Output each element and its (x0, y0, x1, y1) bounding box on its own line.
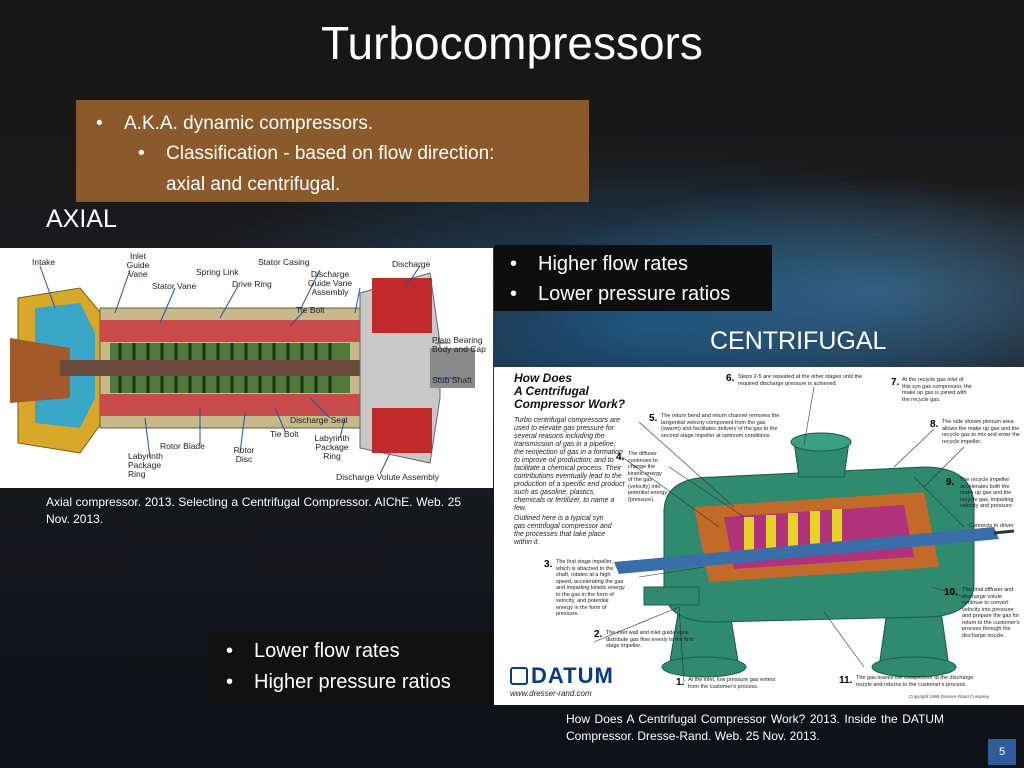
centrifugal-bullet-1: • Lower flow rates (220, 636, 483, 667)
label-tie-bolt-top: Tie Bolt (296, 305, 325, 315)
label-drive-ring: Drive Ring (232, 279, 272, 289)
step-10-number: 10. (944, 587, 958, 598)
label-stator-vane: Stator Vane (152, 281, 197, 291)
slide-title: Turbocompressors (321, 17, 703, 69)
axial-caption: Axial compressor. 2013. Selecting a Cent… (46, 495, 461, 526)
step-1-text: At the inlet, low pressure gas enters fr… (688, 677, 776, 690)
centrifugal-caption: How Does A Centrifugal Compressor Work? … (566, 712, 944, 743)
label-spring-link: Spring Link (196, 267, 239, 277)
intro-bullet-1: • A.K.A. dynamic compressors. (88, 110, 577, 138)
step-9-text: The recycle impeller accelerates both th… (960, 477, 1014, 509)
step-9-number: 9. (946, 477, 955, 488)
label-stub-shaft: Stub Shaft (432, 375, 472, 385)
label-discharge-guide-vane: Discharge Guide Vane Assembly (307, 269, 353, 297)
label-rotor-blade: Rotor Blade (160, 441, 205, 451)
axial-bullet-1: • Higher flow rates (504, 249, 762, 279)
website-text: www.dresser-rand.com (510, 689, 592, 698)
step-5-text: The return bend and return channel remov… (661, 413, 780, 439)
step-11-number: 11. (839, 675, 853, 686)
page-number: 5 (988, 739, 1016, 765)
datum-logo-text: DATUM (531, 663, 614, 688)
centrifugal-bullet-2: • Higher pressure ratios (220, 667, 483, 698)
step-2-text: The inlet wall and inlet guide vane dist… (606, 630, 694, 649)
centrifugal-compressor-illustration (593, 386, 1015, 683)
axial-bullets-box: • Higher flow rates • Lower pressure rat… (494, 245, 772, 311)
step-8-text: The side stream plenum area allows the m… (942, 419, 1020, 445)
intro-bullet-2: • Classification - based on flow directi… (88, 138, 577, 200)
centrifugal-heading: CENTRIFUGAL (710, 327, 887, 355)
step-8-number: 8. (930, 419, 939, 430)
centrifugal-compressor-diagram: How Does A Centrifugal Compressor Work? … (494, 367, 1024, 705)
datum-logo-mark (510, 667, 528, 685)
bullet-dot: • (226, 671, 234, 693)
step-3-number: 3. (544, 559, 553, 570)
centrifugal-outline-text: Outlined here is a typical syn gas centr… (514, 515, 612, 546)
axial-compressor-illustration (10, 265, 475, 475)
step-2-number: 2. (594, 629, 603, 640)
label-discharge-seal: Discharge Seal (290, 415, 348, 425)
label-rotor-disc: Rotor Disc (233, 445, 255, 464)
label-discharge: Discharge (392, 259, 431, 269)
label-discharge-volute: Discharge Volute Assembly (336, 472, 439, 482)
step-1-number: 1. (676, 677, 685, 688)
step-4-text: The diffuser continues to change the kin… (628, 451, 668, 503)
step-11-text: The gas leaves the compressor at the dis… (856, 675, 974, 688)
bullet-dot: • (226, 640, 234, 662)
bullet-dot: • (96, 113, 103, 134)
axial-bullet-2: • Lower pressure ratios (504, 279, 762, 309)
step-10-text: The final diffuser and discharge volute … (962, 587, 1020, 639)
bullet-dot: • (510, 253, 518, 275)
step-5-number: 5. (649, 413, 658, 424)
datum-logo: DATUM (510, 663, 614, 689)
bullet-dot: • (138, 143, 145, 164)
label-labyrinth-package-ring-left: Labyrinth Package Ring (128, 451, 163, 479)
label-inlet-guide-vane: Inlet Guide Vane (126, 251, 150, 279)
connects-to-driver-label: Connects to driver (969, 523, 1014, 529)
step-7-number: 7. (891, 377, 900, 388)
step-4-number: 4. (616, 452, 625, 463)
bullet-dot: • (510, 283, 518, 305)
step-7-text: At the recycle gas inlet of this syn gas… (902, 377, 972, 403)
centrifugal-bullets-box: • Lower flow rates • Higher pressure rat… (210, 632, 493, 702)
step-6-text: Steps 2-5 are repeated at the other stag… (738, 374, 863, 387)
step-3-text: The first stage impeller, which is attac… (556, 559, 625, 617)
step-6-number: 6. (726, 373, 735, 384)
axial-compressor-diagram: Intake Inlet Guide Vane Spring Link Stat… (0, 248, 493, 488)
label-labyrinth-package-ring-right: Labyrinth Package Ring (314, 433, 350, 461)
label-tie-bolt-bottom: Tie Bolt (270, 429, 299, 439)
centrifugal-intro-text: Turbo centrifugal compressors are used t… (514, 417, 625, 512)
label-stator-casing: Stator Casing (258, 257, 310, 267)
axial-heading: AXIAL (46, 205, 117, 233)
copyright-text: Copyright 1998 Dresser-Rand Company (909, 694, 990, 699)
intro-bullet-box: • A.K.A. dynamic compressors. • Classifi… (76, 100, 589, 202)
centrifugal-diagram-title: How Does A Centrifugal Compressor Work? (514, 371, 626, 411)
label-intake: Intake (32, 257, 56, 267)
label-plain-bearing: Plain Bearing Body and Cap (432, 335, 486, 354)
